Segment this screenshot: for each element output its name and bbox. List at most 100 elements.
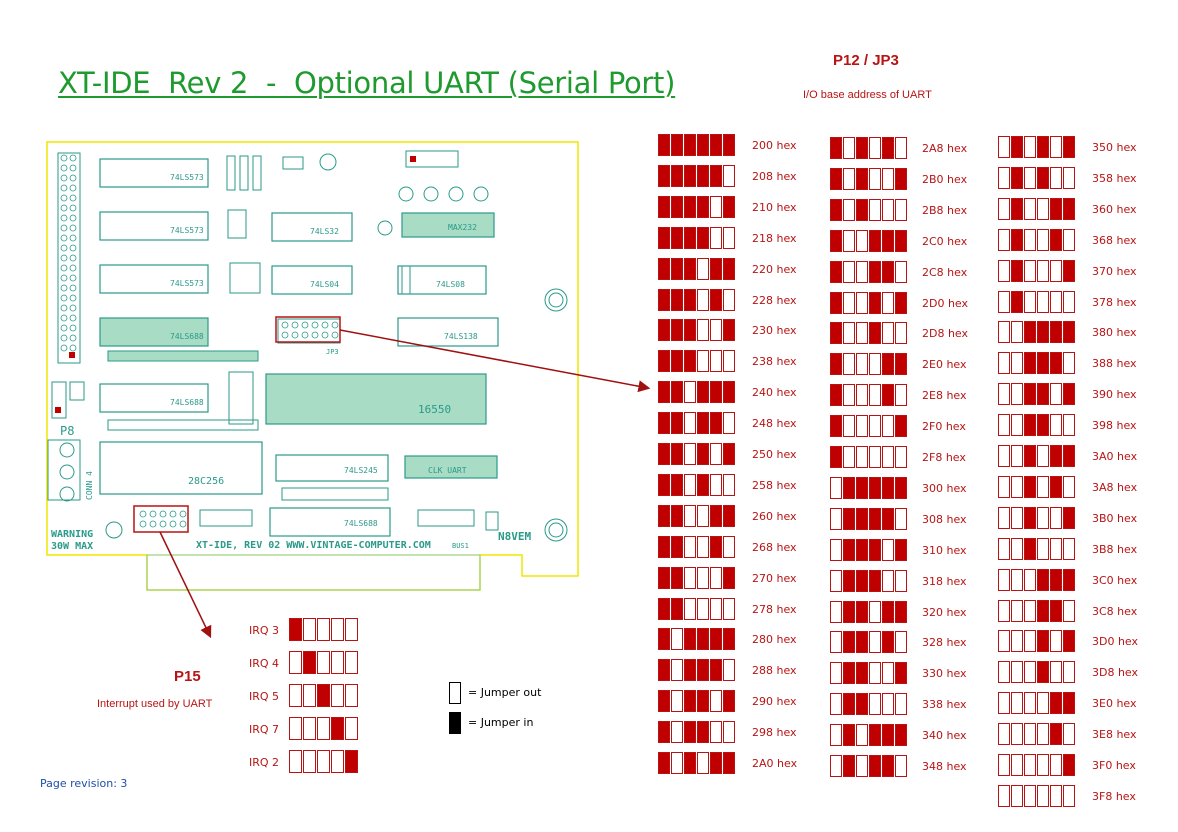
- jumper-cell: [1063, 383, 1075, 406]
- p12-address-label: 238 hex: [752, 355, 797, 369]
- jumper-cell: [684, 319, 696, 342]
- jumper-cell: [1011, 692, 1023, 715]
- p15-irq-label: IRQ 2: [249, 756, 280, 769]
- p12-jumper-row: [998, 352, 1076, 375]
- jumper-cell: [710, 752, 722, 774]
- p12-address-label: 2A8 hex: [922, 142, 968, 155]
- jumper-cell: [856, 353, 868, 376]
- jumper-cell: [856, 631, 868, 654]
- p12-address-label: 330 hex: [922, 667, 967, 681]
- jumper-cell: [697, 504, 709, 527]
- p12-address-label: 260 hex: [752, 509, 797, 523]
- p12-address-label: 2B8 hex: [922, 203, 968, 217]
- jumper-cell: [697, 412, 709, 435]
- chip-u3: [99, 211, 209, 241]
- header-pin: [69, 154, 77, 162]
- jumper-cell: [684, 443, 696, 465]
- jumper-cell: [710, 721, 722, 744]
- jumper-cell: [1024, 506, 1036, 529]
- jumper-cell: [331, 651, 344, 674]
- jumper-cell: [856, 538, 868, 561]
- header-pin: [60, 194, 68, 202]
- jumper-cell: [1024, 383, 1036, 406]
- p12-jumper-row: [998, 754, 1076, 776]
- p12-jumper-row: [830, 198, 908, 221]
- header-pin: [69, 234, 77, 242]
- jumper-cell: [998, 537, 1010, 560]
- jumper-cell: [830, 569, 842, 592]
- jumper-cell: [895, 724, 907, 747]
- jumper-cell: [710, 628, 722, 651]
- p12-address-label: 3A0 hex: [1092, 450, 1138, 463]
- p12-address-label: 218 hex: [752, 231, 797, 245]
- jumper-cell: [830, 229, 842, 252]
- jumper-cell: [1024, 197, 1036, 220]
- p12-jumper-row: [658, 412, 736, 435]
- jumper-cell: [671, 597, 683, 620]
- jumper-cell: [998, 445, 1010, 467]
- jumper-cell: [1011, 568, 1023, 591]
- jumper-cell: [317, 684, 330, 707]
- p12-jumper-row: [830, 260, 908, 283]
- p12-address-label: 248 hex: [752, 417, 797, 431]
- jumper-cell: [998, 692, 1010, 715]
- p12-jumper-row: [998, 290, 1076, 313]
- jumper-cell: [671, 566, 683, 589]
- jumper-cell: [1037, 414, 1049, 437]
- chip-u9b: [269, 507, 391, 537]
- jumper-cell: [882, 693, 894, 716]
- p12-jumper-row: [830, 353, 908, 376]
- jumper-cell: [289, 750, 302, 773]
- jumper-cell: [882, 631, 894, 654]
- p15-heading: P15: [174, 668, 201, 685]
- jumper-cell: [710, 504, 722, 527]
- p12-jumper-row: [830, 507, 908, 530]
- jumper-cell: [331, 717, 344, 740]
- jumper-cell: [1050, 259, 1062, 282]
- jumper-cell: [1011, 321, 1023, 344]
- header-pin: [60, 164, 68, 172]
- jumper-cell: [998, 568, 1010, 591]
- jumper-cell: [303, 750, 316, 773]
- jumper-cell: [658, 566, 670, 589]
- jumper-cell: [1050, 136, 1062, 158]
- jumper-cell: [1037, 445, 1049, 467]
- p12-jumper-row: [830, 291, 908, 314]
- page-title: XT-IDE Rev 2 - Optional UART (Serial Por…: [58, 66, 676, 100]
- jumper-cell: [1050, 352, 1062, 375]
- header-pin: [69, 174, 77, 182]
- jumper-cell: [830, 631, 842, 654]
- p12-jumper-row: [998, 784, 1076, 807]
- p12-address-label: 338 hex: [922, 698, 967, 712]
- jumper-cell: [1050, 723, 1062, 746]
- jumper-cell: [684, 721, 696, 744]
- jumper-cell: [998, 197, 1010, 220]
- jumper-cell: [843, 600, 855, 623]
- p12-jumper-row: [998, 228, 1076, 251]
- jumper-cell: [843, 693, 855, 716]
- jumper-cell: [843, 446, 855, 468]
- header-pin: [69, 204, 77, 212]
- p12-address-label: 350 hex: [1092, 141, 1137, 154]
- jumper-cell: [998, 166, 1010, 189]
- p15-irq-label: IRQ 7: [249, 723, 280, 736]
- jumper-cell: [697, 319, 709, 342]
- p12-jumper-row: [830, 322, 908, 345]
- jumper-cell: [856, 415, 868, 438]
- chip-u13: [401, 212, 495, 238]
- jumper-cell: [658, 721, 670, 744]
- jumper-cell: [289, 651, 302, 674]
- jumper-cell: [856, 724, 868, 747]
- p12-jumper-row: [658, 721, 736, 744]
- chip-u6-label: 74LS688: [170, 398, 204, 407]
- jumper-cell: [869, 724, 881, 747]
- chip-u12: [265, 373, 487, 425]
- jumper-cell: [895, 229, 907, 252]
- jumper-cell: [895, 446, 907, 468]
- p12-address-label: 340 hex: [922, 729, 967, 743]
- p12-address-label: 3E0 hex: [1092, 697, 1137, 711]
- p12-address-label: 370 hex: [1092, 264, 1137, 278]
- header-pin: [60, 174, 68, 182]
- p12-address-label: 3B8 hex: [1092, 542, 1138, 556]
- jumper-cell: [1037, 166, 1049, 189]
